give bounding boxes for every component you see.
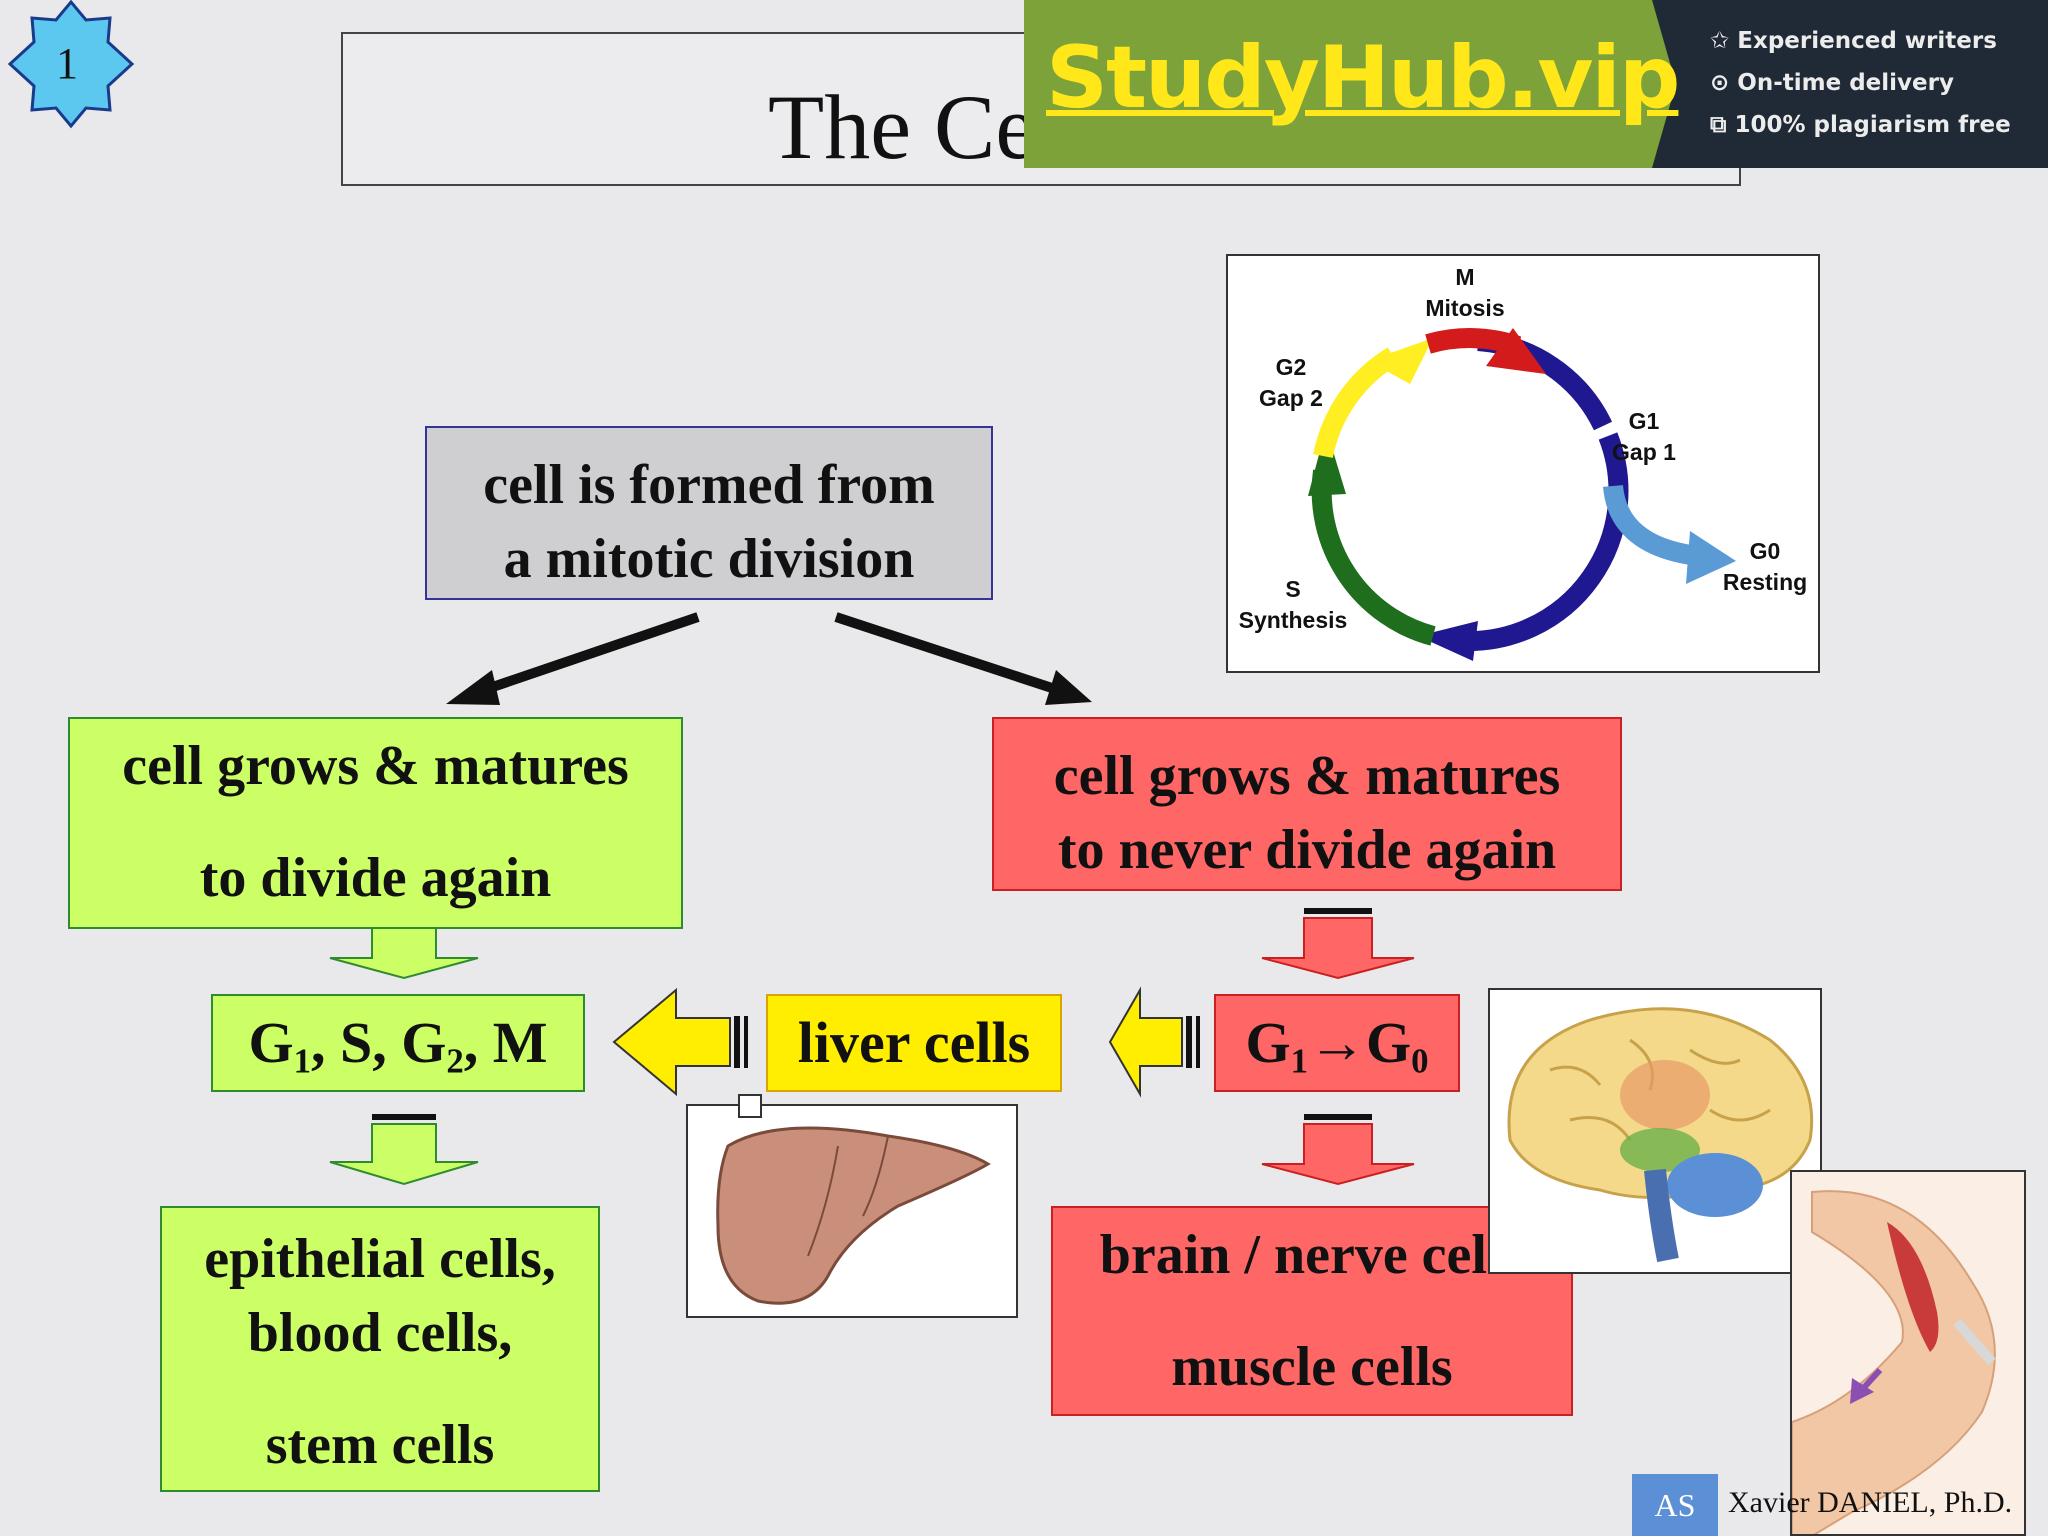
star-icon: ✩ [1710,28,1730,54]
arrow-head-right [1045,670,1092,705]
studyhub-banner[interactable]: StudyHub.vip ✩ Experienced writers ⊙ On-… [1024,0,2048,168]
origin-box: cell is formed from a mitotic division [425,426,993,600]
yellow-left-arrow-1 [612,987,748,1097]
nondividing-examples-box: brain / nerve cells muscle cells [1051,1206,1573,1416]
copy-icon: ⧉ [1710,112,1727,138]
red-down-arrow-1 [1261,908,1415,980]
feature-experienced-writers: ✩ Experienced writers [1710,28,1997,54]
slide-number: 1 [56,39,78,88]
cycle-phases-box: G1, S, G2, M [211,994,585,1092]
liver-illustration [686,1104,1018,1318]
arrow-to-divide [476,612,700,697]
arrow-head-left [446,670,500,705]
resize-handle [738,1094,762,1118]
never-divide-box: cell grows & matures to never divide aga… [992,717,1622,891]
feature-on-time-delivery: ⊙ On-time delivery [1710,70,1954,96]
liver-cells-box: liver cells [766,994,1062,1092]
page-title: The Ce [768,76,1037,178]
banner-brand[interactable]: StudyHub.vip [1046,28,1680,128]
arrow-to-never-divide [834,612,1060,695]
divide-again-box: cell grows & matures to divide again [68,717,683,929]
dividing-examples-box: epithelial cells, blood cells, stem cell… [160,1206,600,1492]
yellow-left-arrow-2 [1108,986,1200,1098]
footer-badge: AS [1632,1474,1718,1536]
g1-to-g0-box: G1→G0 [1214,994,1460,1092]
slide-number-badge: 1 [0,0,142,130]
red-down-arrow-2 [1261,1114,1415,1186]
feature-plagiarism-free: ⧉ 100% plagiarism free [1710,112,2011,138]
muscle-illustration [1790,1170,2026,1536]
clock-icon: ⊙ [1710,70,1730,96]
brain-illustration [1488,988,1822,1274]
green-down-arrow-2 [329,1114,479,1186]
footer-author: Xavier DANIEL, Ph.D. [1728,1486,2013,1519]
